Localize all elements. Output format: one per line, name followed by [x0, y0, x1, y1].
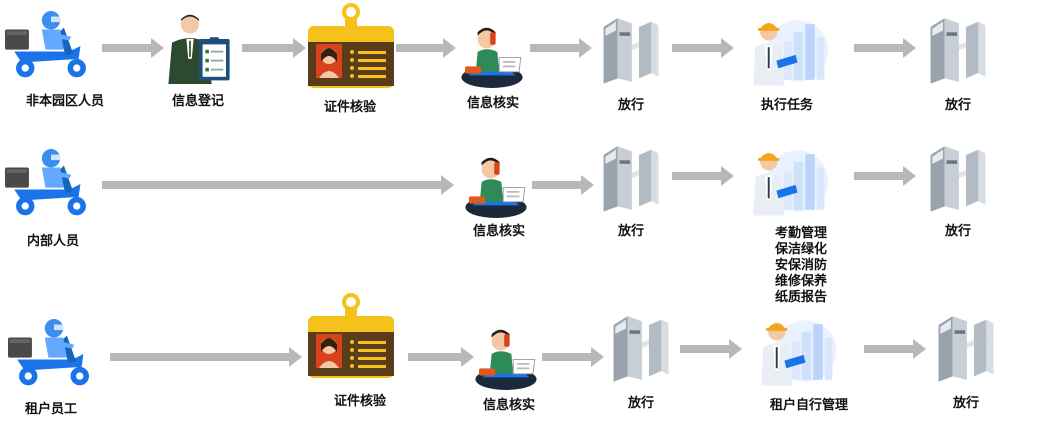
task-item: 保洁绿化	[774, 242, 827, 257]
arrow	[532, 175, 594, 195]
row2-step-label: 放行	[944, 224, 971, 239]
row3-step-label: 放行	[952, 396, 979, 411]
arrow	[680, 339, 742, 359]
row1-category-label: 非本园区人员	[25, 94, 104, 109]
row2-step-label: 信息核实	[472, 224, 525, 239]
phone-operator-icon	[460, 146, 532, 218]
row1-step-label: 放行	[617, 98, 644, 113]
arrow	[530, 38, 592, 58]
arrow	[408, 347, 474, 367]
arrow	[242, 38, 306, 58]
arrow	[102, 175, 454, 195]
arrow	[854, 166, 916, 186]
row2-step-label: 放行	[617, 224, 644, 239]
row3-category-label: 租户员工	[24, 402, 77, 417]
arrow	[672, 166, 734, 186]
turnstile-gate-icon	[610, 312, 672, 384]
task-item: 安保消防	[774, 258, 827, 273]
row3-step-label: 信息核实	[482, 398, 535, 413]
turnstile-gate-icon	[600, 14, 662, 86]
phone-operator-icon	[470, 318, 542, 390]
arrow	[542, 347, 604, 367]
row3-step-label: 放行	[627, 396, 654, 411]
scooter-courier-icon	[5, 144, 97, 224]
row3-step-label: 租户自行管理	[769, 398, 848, 413]
worker-tablet-icon	[738, 12, 834, 90]
phone-operator-icon	[456, 16, 528, 88]
arrow	[864, 339, 926, 359]
arrow	[672, 38, 734, 58]
id-badge-icon	[306, 292, 396, 382]
registrar-clipboard-icon	[163, 12, 235, 84]
arrow	[396, 38, 456, 58]
arrow	[110, 347, 302, 367]
row1-step-label: 信息核实	[466, 96, 519, 111]
row1-step-label: 放行	[944, 98, 971, 113]
id-badge-icon	[306, 2, 396, 92]
arrow	[102, 38, 164, 58]
row1-step-label: 证件核验	[323, 100, 376, 115]
turnstile-gate-icon	[927, 142, 989, 214]
worker-tablet-icon	[738, 142, 834, 220]
row3-step-label: 证件核验	[333, 394, 386, 409]
turnstile-gate-icon	[600, 142, 662, 214]
scooter-courier-icon	[5, 6, 97, 86]
arrow	[854, 38, 916, 58]
row2-task-list: 考勤管理 保洁绿化 安保消防 维修保养 纸质报告	[756, 226, 846, 306]
turnstile-gate-icon	[935, 312, 997, 384]
row1-step-label: 执行任务	[760, 98, 813, 113]
task-item: 考勤管理	[774, 226, 827, 241]
task-item: 纸质报告	[774, 290, 827, 305]
worker-tablet-icon	[746, 312, 842, 390]
turnstile-gate-icon	[927, 14, 989, 86]
row1-step-label: 信息登记	[171, 94, 224, 109]
task-item: 维修保养	[774, 274, 827, 289]
scooter-courier-icon	[8, 314, 100, 394]
row2-category-label: 内部人员	[26, 234, 79, 249]
